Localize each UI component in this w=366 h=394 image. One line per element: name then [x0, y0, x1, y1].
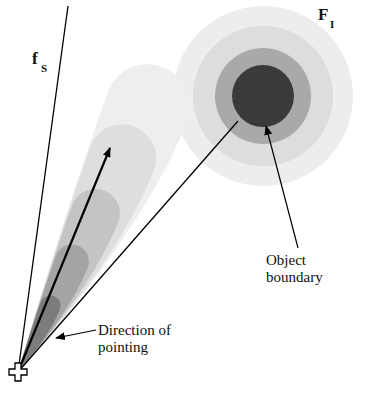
object-line	[18, 121, 238, 372]
field-lobe	[3, 239, 95, 380]
symbol-subscript: S	[41, 60, 47, 77]
object-field	[173, 6, 353, 186]
leader-line	[266, 126, 298, 248]
callout-label: Direction of pointing	[98, 322, 184, 356]
callout-label: Object boundary	[266, 252, 344, 286]
pointer-cross	[9, 363, 27, 381]
pointing-arrow	[20, 148, 110, 367]
pointing-field	[0, 50, 205, 391]
fs-axis	[18, 6, 68, 372]
symbol-subscript: I	[330, 16, 334, 33]
symbol-letter: f	[32, 50, 38, 67]
leader-line	[56, 330, 96, 338]
field-lobe	[0, 50, 205, 391]
symbol-letter: F	[318, 6, 328, 23]
